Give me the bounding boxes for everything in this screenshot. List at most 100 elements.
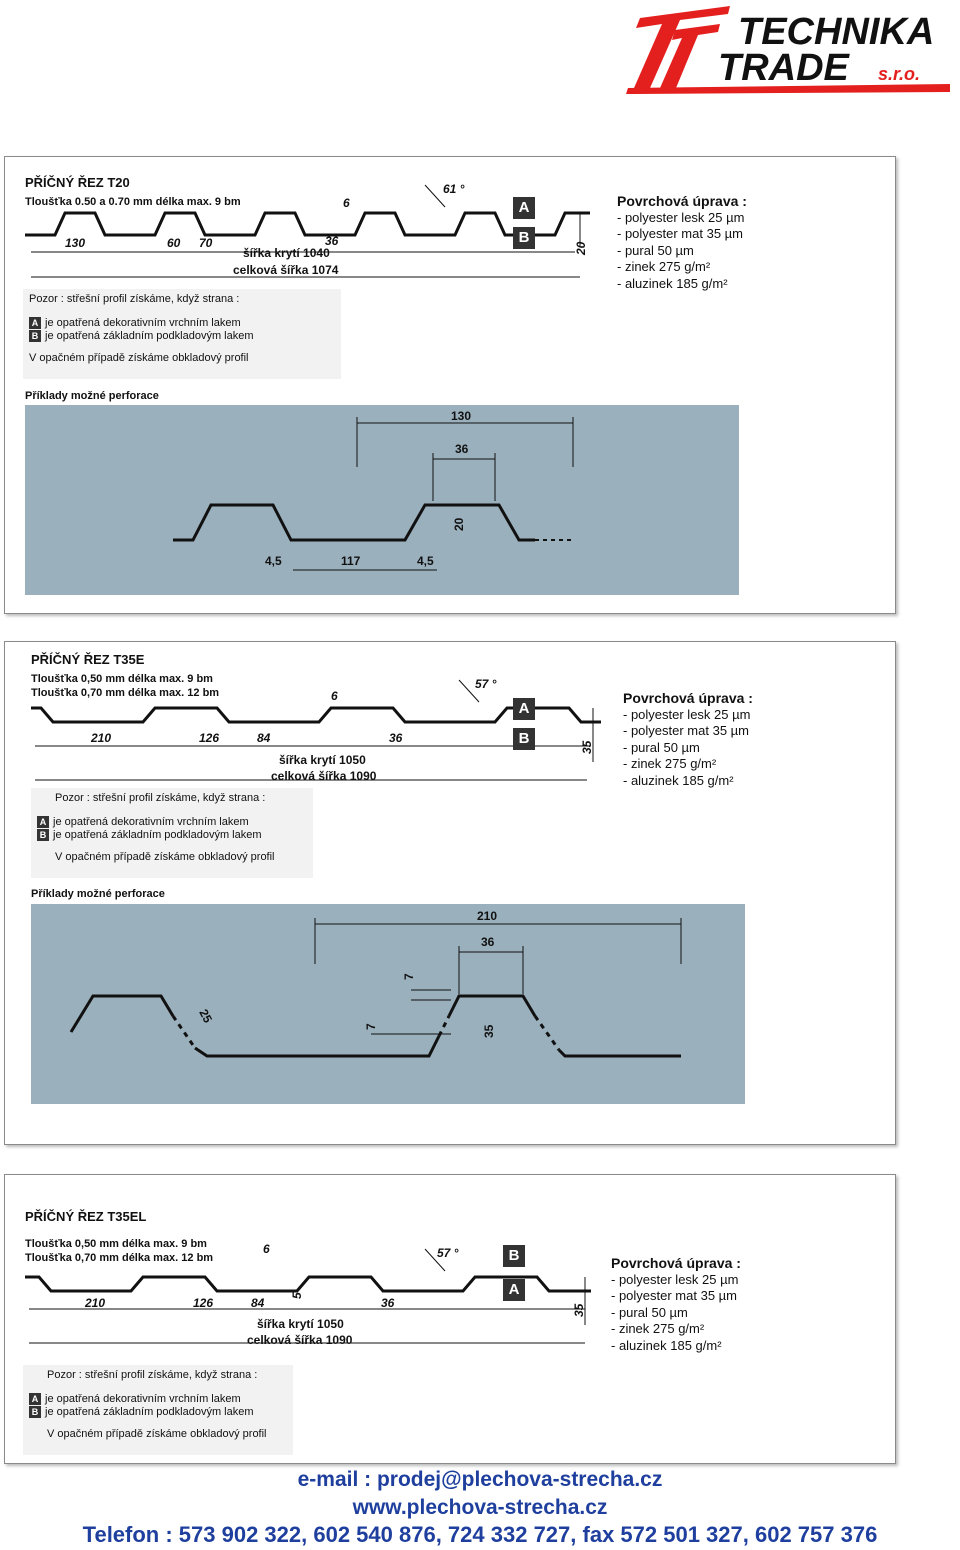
note-heading: Pozor : střešní profil získáme, když str…: [55, 792, 266, 804]
perf-dim-l: 4,5: [265, 554, 282, 568]
dim-thickness: 6: [343, 196, 350, 210]
side-marker-a: A: [503, 1279, 525, 1301]
surface-item: - aluzinek 185 g/m²: [623, 772, 734, 788]
side-marker-b: B: [503, 1245, 525, 1267]
dim-36: 36: [381, 1296, 395, 1310]
panel-title: PŘÍČNÝ ŘEZ T35EL: [25, 1209, 147, 1224]
marker-b: B: [29, 1406, 41, 1419]
perf-dim-h: 35: [482, 1024, 496, 1038]
dim-70: 70: [199, 236, 213, 250]
panel-title: PŘÍČNÝ ŘEZ T20: [25, 175, 130, 190]
marker-b: B: [37, 829, 49, 842]
dim-126: 126: [193, 1296, 213, 1310]
logo-word-trade: TRADE: [718, 47, 851, 89]
surface-item: - polyester lesk 25 µm: [617, 209, 745, 225]
panel-title: PŘÍČNÝ ŘEZ T35E: [31, 652, 145, 667]
cover-width: šířka krytí 1050: [257, 1317, 344, 1331]
spec-line: Tloušťka 0,50 mm délka max. 9 bm: [31, 673, 213, 685]
footer-website[interactable]: www.plechova-strecha.cz: [352, 1496, 608, 1519]
spec-lines: Tloušťka 0,50 mm délka max. 9 bm Tloušťk…: [31, 672, 219, 700]
perf-dim-mid: 36: [481, 935, 495, 949]
perforation-diagram: 210 36 7 7 25 35: [31, 904, 745, 1104]
dim-step: 5: [290, 1292, 304, 1299]
profile-drawing: 210 126 84 36 57 ° 6 5 35: [25, 1235, 597, 1353]
cover-width: šířka krytí 1050: [279, 753, 366, 767]
profile-panel-t20: PŘÍČNÝ ŘEZ T20 Tloušťka 0.50 a 0.70 mm d…: [4, 156, 896, 614]
dim-36: 36: [325, 234, 339, 248]
surface-item: - zinek 275 g/m²: [611, 1321, 705, 1336]
perforation-diagram: 130 36 20 4,5 117 4,5: [25, 405, 739, 595]
dim-60: 60: [167, 236, 181, 250]
roof-profile-note: Pozor : střešní profil získáme, když str…: [23, 1365, 293, 1455]
surface-item: - pural 50 µm: [611, 1304, 688, 1320]
total-width: celková šířka 1090: [247, 1333, 353, 1347]
spec-lines: Tloušťka 0,50 mm délka max. 9 bm Tloušťk…: [25, 1237, 213, 1265]
note-b-text: je opatřená základním podkladovým lakem: [45, 1406, 254, 1418]
surface-item: - polyester mat 35 µm: [617, 226, 743, 241]
total-width: celková šířka 1074: [233, 263, 339, 277]
surface-item: - polyester lesk 25 µm: [611, 1271, 739, 1287]
footer-phone: Telefon : 573 902 322, 602 540 876, 724 …: [82, 1522, 878, 1547]
dim-36: 36: [389, 731, 403, 745]
surface-item: - polyester mat 35 µm: [611, 1288, 737, 1303]
cover-width: šířka krytí 1040: [243, 246, 330, 260]
note-heading: Pozor : střešní profil získáme, když str…: [47, 1369, 258, 1381]
side-marker-a: A: [513, 197, 535, 219]
surface-item: - aluzinek 185 g/m²: [611, 1337, 722, 1353]
perf-dim-s1: 7: [402, 973, 416, 980]
dim-84: 84: [257, 731, 271, 745]
surface-item: - pural 50 µm: [617, 242, 694, 258]
marker-b: B: [29, 330, 41, 343]
dim-thickness: 6: [331, 689, 338, 703]
dim-thickness: 6: [263, 1242, 270, 1256]
profile-panel-t35e: PŘÍČNÝ ŘEZ T35E Tloušťka 0,50 mm délka m…: [4, 641, 896, 1145]
dim-height: 35: [572, 1303, 586, 1317]
perf-dim-top: 210: [477, 909, 497, 923]
roof-profile-note: Pozor : střešní profil získáme, když str…: [31, 788, 313, 878]
footer-email[interactable]: e-mail : prodej@plechova-strecha.cz: [297, 1468, 663, 1491]
dim-angle: 61 °: [443, 182, 465, 196]
dim-84: 84: [251, 1296, 265, 1310]
note-a-text: je opatřená dekorativním vrchním lakem: [45, 1392, 241, 1405]
note-a-text: je opatřená dekorativním vrchním lakem: [45, 316, 241, 329]
surface-heading: Povrchová úprava :: [617, 193, 747, 209]
dim-angle: 57 °: [475, 677, 497, 691]
perf-dim-r: 4,5: [417, 554, 434, 568]
perforation-label: Příklady možné perforace: [31, 888, 165, 900]
perforation-label: Příklady možné perforace: [25, 390, 159, 402]
dim-130: 130: [65, 236, 85, 250]
side-marker-b: B: [513, 728, 535, 750]
logo-suffix: s.r.o.: [878, 64, 920, 84]
roof-profile-note: Pozor : střešní profil získáme, když str…: [23, 289, 341, 379]
perf-dim-mid: 36: [455, 442, 469, 456]
marker-a: A: [37, 815, 49, 828]
dim-height: 20: [574, 241, 588, 256]
spec-line: Tloušťka 0,70 mm délka max. 12 bm: [31, 687, 220, 699]
marker-a: A: [29, 316, 41, 329]
spec-line: Tloušťka 0,50 mm délka max. 9 bm: [25, 1238, 207, 1250]
note-a-text: je opatřená dekorativním vrchním lakem: [53, 815, 249, 828]
dim-210: 210: [90, 731, 111, 745]
dim-height: 35: [580, 740, 594, 754]
dim-126: 126: [199, 731, 219, 745]
surface-heading: Povrchová úprava :: [611, 1255, 741, 1271]
profile-drawing: 130 60 70 36 61 ° 6 20: [25, 177, 595, 287]
total-width: celková šířka 1090: [271, 769, 377, 783]
surface-item: - polyester lesk 25 µm: [623, 706, 751, 722]
spec-line: Tloušťka 0.50 a 0.70 mm délka max. 9 bm: [25, 196, 241, 208]
dim-210: 210: [84, 1296, 105, 1310]
spec-line: Tloušťka 0,70 mm délka max. 12 bm: [25, 1252, 214, 1264]
side-marker-a: A: [513, 698, 535, 720]
profile-drawing: 210 126 84 36 57 ° 6 35: [31, 677, 605, 792]
side-marker-b: B: [513, 227, 535, 249]
spec-lines: Tloušťka 0.50 a 0.70 mm délka max. 9 bm: [25, 195, 241, 209]
dim-angle: 57 °: [437, 1246, 459, 1260]
perf-dim-s2: 7: [364, 1023, 378, 1030]
note-heading: Pozor : střešní profil získáme, když str…: [29, 293, 240, 305]
